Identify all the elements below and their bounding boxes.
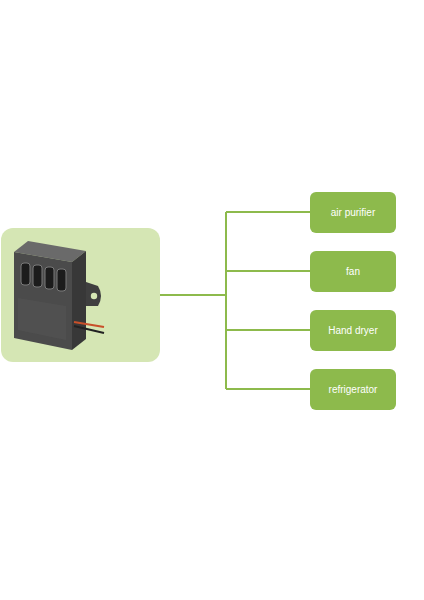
device-illustration xyxy=(14,241,104,350)
box-label: refrigerator xyxy=(329,384,378,396)
device-box: refrigerator xyxy=(310,369,396,410)
tree-lines xyxy=(160,212,311,389)
box-label: Hand dryer xyxy=(328,325,377,337)
device-box: fan xyxy=(310,251,396,292)
device-panel xyxy=(1,228,160,362)
box-label: air purifier xyxy=(331,207,375,219)
device-box: Hand dryer xyxy=(310,310,396,351)
box-label: fan xyxy=(346,266,360,278)
device-box: air purifier xyxy=(310,192,396,233)
